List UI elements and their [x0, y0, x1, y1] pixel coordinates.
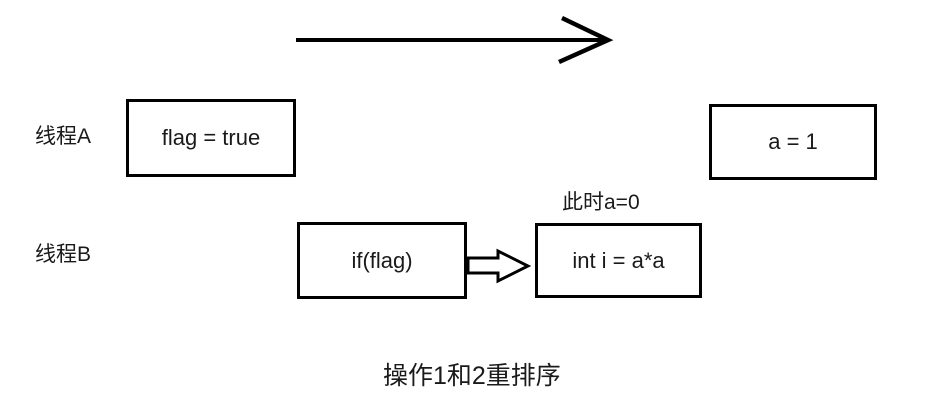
diagram-caption: 操作1和2重排序: [383, 362, 561, 390]
thread-a-op1-box: flag = true: [126, 99, 296, 177]
thread-b-op2-text: int i = a*a: [572, 247, 665, 273]
thread-b-op1-box: if(flag): [297, 222, 467, 299]
right-arrow-icon: [296, 15, 614, 65]
thread-b-op2-box: int i = a*a: [535, 223, 702, 298]
thread-a-op2-box: a = 1: [709, 104, 877, 180]
thread-a-op2-text: a = 1: [768, 129, 818, 154]
thread-b-label: 线程B: [35, 243, 92, 266]
block-right-arrow-icon: [466, 248, 531, 284]
thread-a-op1-text: flag = true: [161, 125, 261, 150]
note-a-equals-0: 此时a=0: [562, 191, 640, 214]
thread-a-label: 线程A: [35, 125, 92, 148]
thread-b-op1-text: if(flag): [351, 247, 413, 273]
